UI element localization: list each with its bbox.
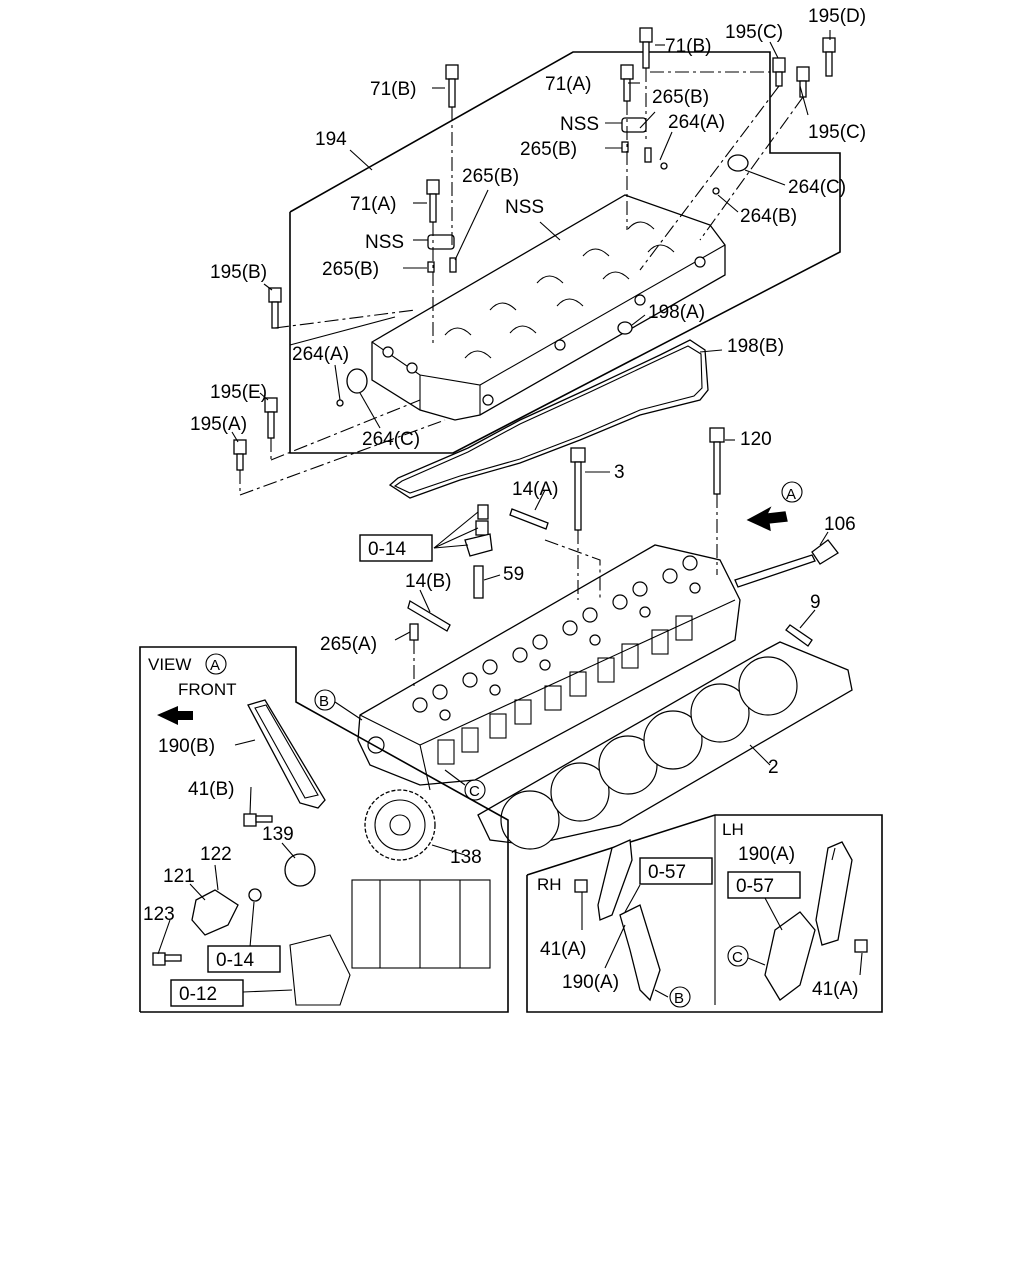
label-0-14-bottom: 0-14: [216, 950, 254, 971]
port-openings: [437, 615, 693, 765]
label-190a-rh: 190(A): [562, 972, 619, 993]
label-view-arrow-a: A: [786, 486, 796, 503]
label-122: 122: [200, 844, 232, 865]
label-71a-top: 71(A): [545, 74, 591, 95]
label-view: VIEW: [148, 655, 191, 674]
bolts-top: [233, 27, 836, 471]
label-265b-b: 265(B): [462, 166, 519, 187]
label-195d: 195(D): [808, 6, 866, 27]
cylinder-head: [357, 427, 853, 850]
label-14a: 14(A): [512, 479, 558, 500]
label-106: 106: [824, 514, 856, 535]
label-190b: 190(B): [158, 736, 215, 757]
label-264c-bottom: 264(C): [362, 429, 420, 450]
label-nss-left: NSS: [365, 232, 404, 253]
label-b-rh: B: [674, 990, 684, 1007]
valve-ports: [412, 555, 701, 721]
label-0-14-top: 0-14: [368, 539, 406, 560]
label-265b-mid: 265(B): [520, 139, 577, 160]
label-rh: RH: [537, 875, 562, 894]
label-71b-top: 71(B): [665, 36, 711, 57]
label-194: 194: [315, 129, 347, 150]
label-265b-top: 265(B): [652, 87, 709, 108]
label-265b-left: 265(B): [322, 259, 379, 280]
label-198a: 198(A): [648, 302, 705, 323]
label-9: 9: [810, 592, 821, 613]
label-264a-left: 264(A): [292, 344, 349, 365]
label-3: 3: [614, 462, 625, 483]
label-nss-mid: NSS: [505, 197, 544, 218]
view-a-panel: [139, 646, 509, 1013]
label-71b-left: 71(B): [370, 79, 416, 100]
label-2: 2: [768, 757, 779, 778]
label-lh: LH: [722, 820, 744, 839]
label-138: 138: [450, 847, 482, 868]
label-view-a: A: [210, 657, 220, 674]
label-0-57-lh: 0-57: [736, 876, 774, 897]
label-c-lh: C: [732, 949, 743, 966]
label-120: 120: [740, 429, 772, 450]
leader-lines: [157, 30, 863, 998]
label-264b: 264(B): [740, 206, 797, 227]
label-b-head: B: [319, 693, 329, 710]
bracket-panel: [526, 814, 883, 1013]
label-195c-top: 195(C): [725, 22, 783, 43]
label-41b: 41(B): [188, 779, 234, 800]
label-c-head: C: [469, 783, 480, 800]
label-59: 59: [503, 564, 524, 585]
label-71a-left: 71(A): [350, 194, 396, 215]
label-121: 121: [163, 866, 195, 887]
label-195e: 195(E): [210, 382, 267, 403]
label-41a-lh: 41(A): [812, 979, 858, 1000]
label-195c-right: 195(C): [808, 122, 866, 143]
label-195a: 195(A): [190, 414, 247, 435]
gasket-bores: [500, 656, 798, 850]
label-123: 123: [143, 904, 175, 925]
label-front: FRONT: [178, 680, 237, 699]
label-139: 139: [262, 824, 294, 845]
part-labels: 195(D) 195(C) 71(B) 71(A) 265(B) 71(B) N…: [143, 6, 866, 1008]
label-195b: 195(B): [210, 262, 267, 283]
label-0-57-rh: 0-57: [648, 862, 686, 883]
camshaft-saddles: [444, 221, 675, 359]
cam-carrier-assembly: [233, 27, 841, 499]
label-0-12: 0-12: [179, 984, 217, 1005]
label-264a-top: 264(A): [668, 112, 725, 133]
label-265a: 265(A): [320, 634, 377, 655]
label-198b: 198(B): [727, 336, 784, 357]
label-41a-rh: 41(A): [540, 939, 586, 960]
label-14b: 14(B): [405, 571, 451, 592]
label-nss-top: NSS: [560, 114, 599, 135]
label-264c-right: 264(C): [788, 177, 846, 198]
label-190a-lh: 190(A): [738, 844, 795, 865]
